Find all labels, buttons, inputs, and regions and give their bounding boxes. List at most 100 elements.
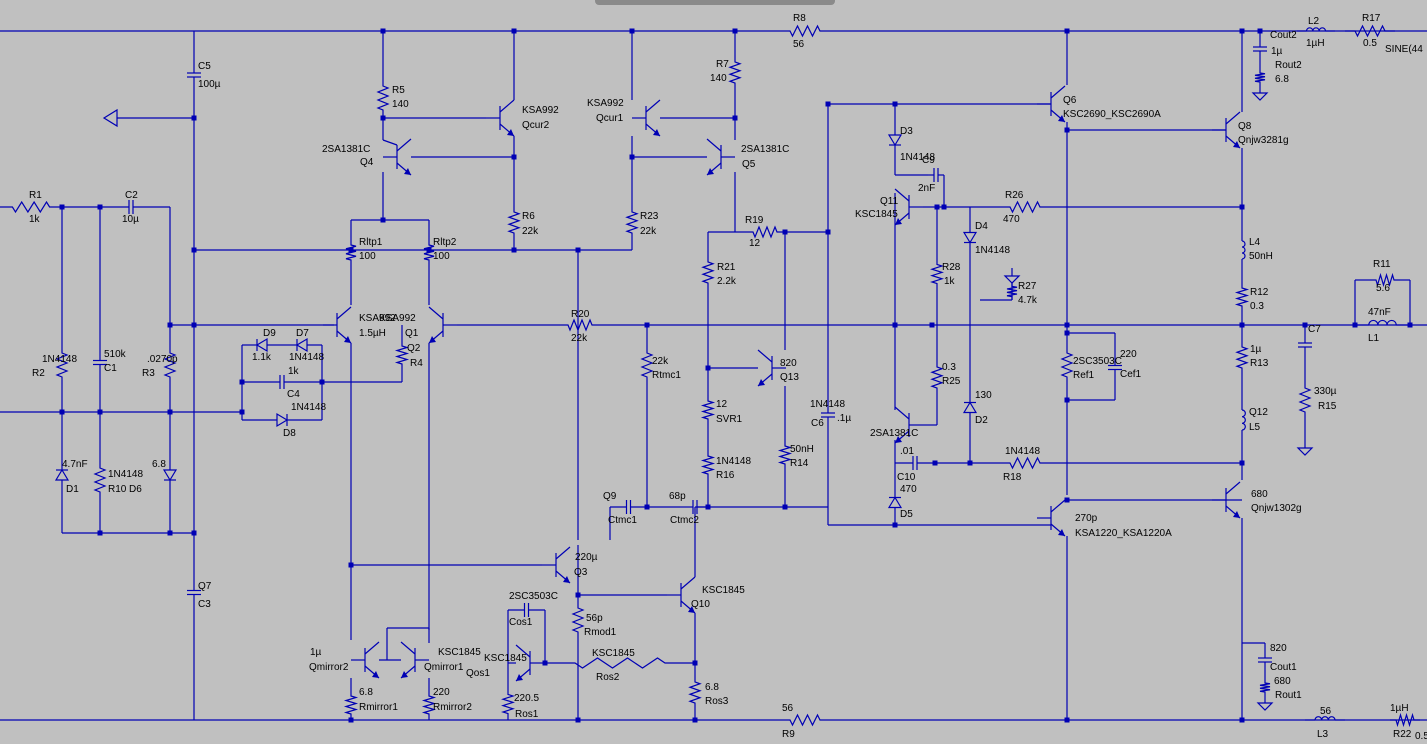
component-label: C4 bbox=[287, 389, 300, 400]
component-label: 1µH bbox=[1390, 703, 1409, 714]
l3 bbox=[1314, 716, 1336, 721]
component-label: R21 bbox=[717, 262, 736, 273]
ros3 bbox=[688, 675, 702, 710]
component-label: 1µ bbox=[310, 647, 322, 658]
ground-cout2 bbox=[1251, 92, 1269, 101]
component-label: Cef1 bbox=[1120, 369, 1142, 380]
component-label: KSC1845 bbox=[702, 585, 745, 596]
component-label: 22k bbox=[571, 333, 588, 344]
component-label: 68p bbox=[669, 491, 686, 502]
component-label: Ros1 bbox=[515, 709, 539, 720]
r1 bbox=[0, 200, 62, 214]
l5 bbox=[1241, 409, 1246, 431]
wire bbox=[382, 139, 398, 146]
window-edge bbox=[595, 0, 835, 5]
component-label: 1k bbox=[944, 276, 956, 287]
rout1 bbox=[1259, 680, 1271, 695]
r13 bbox=[1235, 340, 1249, 375]
component-label: 220 bbox=[433, 687, 450, 698]
junction bbox=[892, 101, 898, 107]
component-label: 470 bbox=[1003, 214, 1020, 225]
component-label: Rtmc1 bbox=[652, 370, 681, 381]
component-label: R17 bbox=[1362, 13, 1381, 24]
r16 bbox=[700, 450, 716, 480]
r3 bbox=[163, 345, 177, 385]
q5 bbox=[706, 138, 722, 152]
component-label: L3 bbox=[1317, 729, 1329, 740]
component-label: Rmirror1 bbox=[359, 702, 398, 713]
q8 bbox=[1225, 111, 1241, 125]
component-label: KSC1845 bbox=[855, 209, 898, 220]
d1 bbox=[54, 468, 70, 481]
ros2 bbox=[545, 657, 695, 669]
q6 bbox=[1050, 85, 1066, 99]
component-label: R26 bbox=[1005, 190, 1024, 201]
component-label: Qnjw1302g bbox=[1251, 503, 1302, 514]
component-label: 56p bbox=[586, 613, 603, 624]
component-label: Qcur1 bbox=[596, 113, 624, 124]
rmirror1 bbox=[343, 690, 359, 720]
component-label: Q2 bbox=[407, 343, 421, 354]
component-label: R25 bbox=[942, 376, 961, 387]
r5 bbox=[376, 78, 390, 118]
component-label: Ros3 bbox=[705, 696, 729, 707]
component-label: Cout2 bbox=[1270, 30, 1297, 41]
q9 bbox=[1225, 481, 1241, 495]
component-label: 2nF bbox=[918, 183, 935, 194]
r17 bbox=[1345, 24, 1395, 38]
component-label: 6.8 bbox=[152, 459, 166, 470]
component-label: KSC1845 bbox=[592, 648, 635, 659]
component-label: 22k bbox=[640, 226, 657, 237]
qmirror1 bbox=[400, 641, 416, 655]
component-label: 1N4148 bbox=[810, 399, 845, 410]
component-label: 1k bbox=[288, 366, 300, 377]
component-label: R8 bbox=[793, 13, 806, 24]
r9 bbox=[780, 713, 830, 727]
component-label: C7 bbox=[1308, 324, 1321, 335]
component-label: 22k bbox=[652, 356, 669, 367]
r23 bbox=[625, 205, 639, 240]
junction bbox=[97, 409, 103, 415]
component-label: 2.2k bbox=[717, 276, 737, 287]
component-label: R27 bbox=[1018, 281, 1037, 292]
r18 bbox=[1000, 456, 1050, 470]
q1 bbox=[336, 306, 352, 320]
component-label: L2 bbox=[1308, 16, 1320, 27]
component-label: 2SA1381C bbox=[741, 144, 789, 155]
component-label: Q3 bbox=[574, 567, 588, 578]
r8 bbox=[780, 24, 830, 38]
q3 bbox=[555, 546, 571, 560]
component-label: 6.8 bbox=[359, 687, 373, 698]
junction bbox=[511, 247, 517, 253]
qmirror1 bbox=[401, 671, 408, 678]
component-label: 1.1k bbox=[252, 352, 272, 363]
q1 bbox=[344, 336, 351, 343]
q6 bbox=[1058, 115, 1065, 122]
junction bbox=[1302, 322, 1308, 328]
r2 bbox=[55, 345, 69, 385]
component-label: 1N4148 bbox=[975, 245, 1010, 256]
junction bbox=[1064, 397, 1070, 403]
q3 bbox=[563, 576, 570, 583]
component-label: Rltp1 bbox=[359, 237, 383, 248]
component-label: D4 bbox=[975, 221, 988, 232]
component-label: Rout2 bbox=[1275, 60, 1302, 71]
component-label: 680 bbox=[1251, 489, 1268, 500]
q4 bbox=[404, 168, 411, 175]
component-label: R3 bbox=[142, 368, 155, 379]
q2 bbox=[429, 336, 436, 343]
q11 bbox=[895, 218, 902, 225]
q12 bbox=[894, 406, 910, 420]
component-label: 100 bbox=[433, 251, 450, 262]
junction bbox=[1257, 28, 1263, 34]
component-label: 6.8 bbox=[1275, 74, 1289, 85]
r14 bbox=[777, 440, 793, 470]
q11 bbox=[894, 188, 910, 202]
component-label: L4 bbox=[1249, 237, 1261, 248]
junction bbox=[426, 247, 432, 253]
component-label: C6 bbox=[811, 418, 824, 429]
component-label: Q1 bbox=[405, 328, 419, 339]
r6 bbox=[507, 205, 521, 240]
component-label: Qmirror2 bbox=[309, 662, 349, 673]
component-label: 1.5µH bbox=[359, 328, 386, 339]
